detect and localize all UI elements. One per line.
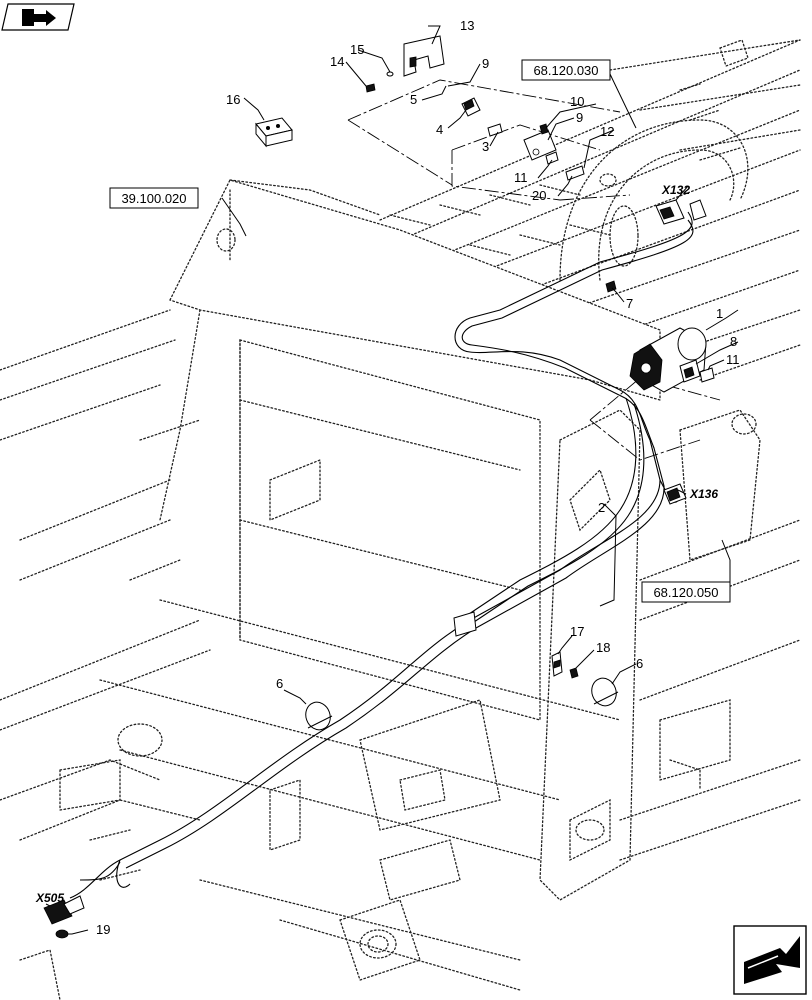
connector-label-x132: X132 (661, 183, 690, 197)
callout-6-right: 6 (636, 656, 643, 671)
round-guard (559, 119, 749, 281)
callout-1: 1 (716, 306, 723, 321)
callout-14: 14 (330, 54, 344, 69)
ref-box-68-120-030[interactable]: 68.120.030 (521, 59, 611, 81)
part-14-nut (365, 83, 376, 93)
part-16-relay (255, 117, 293, 148)
ref-text-39-100-020: 39.100.020 (121, 191, 186, 206)
callout-15: 15 (350, 42, 364, 57)
wiring-harness (69, 199, 707, 899)
part-19-nut (55, 929, 69, 939)
callout-18: 18 (596, 640, 610, 655)
callout-11-lower: 11 (726, 352, 740, 367)
callout-20: 20 (532, 188, 546, 203)
callout-6-left: 6 (276, 676, 283, 691)
parts-catalog-arrow-icon[interactable] (1, 3, 75, 31)
connector-label-x505: X505 (35, 891, 64, 905)
connector-x505 (43, 895, 85, 925)
part-3-pin (487, 123, 503, 137)
part-11-screw-upper (545, 151, 559, 165)
callout-5: 5 (410, 92, 417, 107)
leader-lines (45, 25, 739, 935)
callout-2: 2 (598, 500, 605, 515)
connector-x132 (655, 199, 685, 225)
callout-numbers: 1 2 3 4 5 6 6 7 8 9 9 10 11 11 12 13 14 … (96, 18, 740, 937)
ref-box-68-120-050[interactable]: 68.120.050 (641, 581, 731, 603)
part-6-cable-tie-left (305, 701, 333, 731)
part-10-switch (523, 123, 557, 161)
ref-box-39-100-020[interactable]: 39.100.020 (109, 187, 199, 209)
part-20-plate (565, 165, 585, 181)
part-17-clip (551, 651, 563, 677)
callout-16: 16 (226, 92, 240, 107)
callout-8: 8 (730, 334, 737, 349)
connector-x136 (663, 483, 687, 505)
callout-7: 7 (626, 296, 633, 311)
callout-17: 17 (570, 624, 584, 639)
part-15-washer (386, 71, 394, 77)
callout-4: 4 (436, 122, 443, 137)
part-6-cable-tie-right (591, 677, 619, 707)
chassis-frame (0, 39, 801, 1000)
part-1-motor (629, 327, 707, 393)
callout-10: 10 (570, 94, 584, 109)
callout-12: 12 (600, 124, 614, 139)
ref-text-68-120-030: 68.120.030 (533, 63, 598, 78)
callout-3: 3 (482, 139, 489, 154)
explode-lines (347, 79, 721, 461)
part-4-clamp (461, 97, 481, 117)
part-8-bracket (679, 359, 701, 383)
callout-9-top: 9 (482, 56, 489, 71)
ref-text-68-120-050: 68.120.050 (653, 585, 718, 600)
part-13-bracket (403, 35, 445, 77)
part-18-screw (569, 667, 579, 679)
next-page-arrow-icon[interactable] (733, 925, 807, 995)
callout-11-upper: 11 (514, 170, 528, 185)
callout-9-mid: 9 (576, 110, 583, 125)
callout-19: 19 (96, 922, 110, 937)
connector-label-x136: X136 (689, 487, 718, 501)
callout-13: 13 (460, 18, 474, 33)
